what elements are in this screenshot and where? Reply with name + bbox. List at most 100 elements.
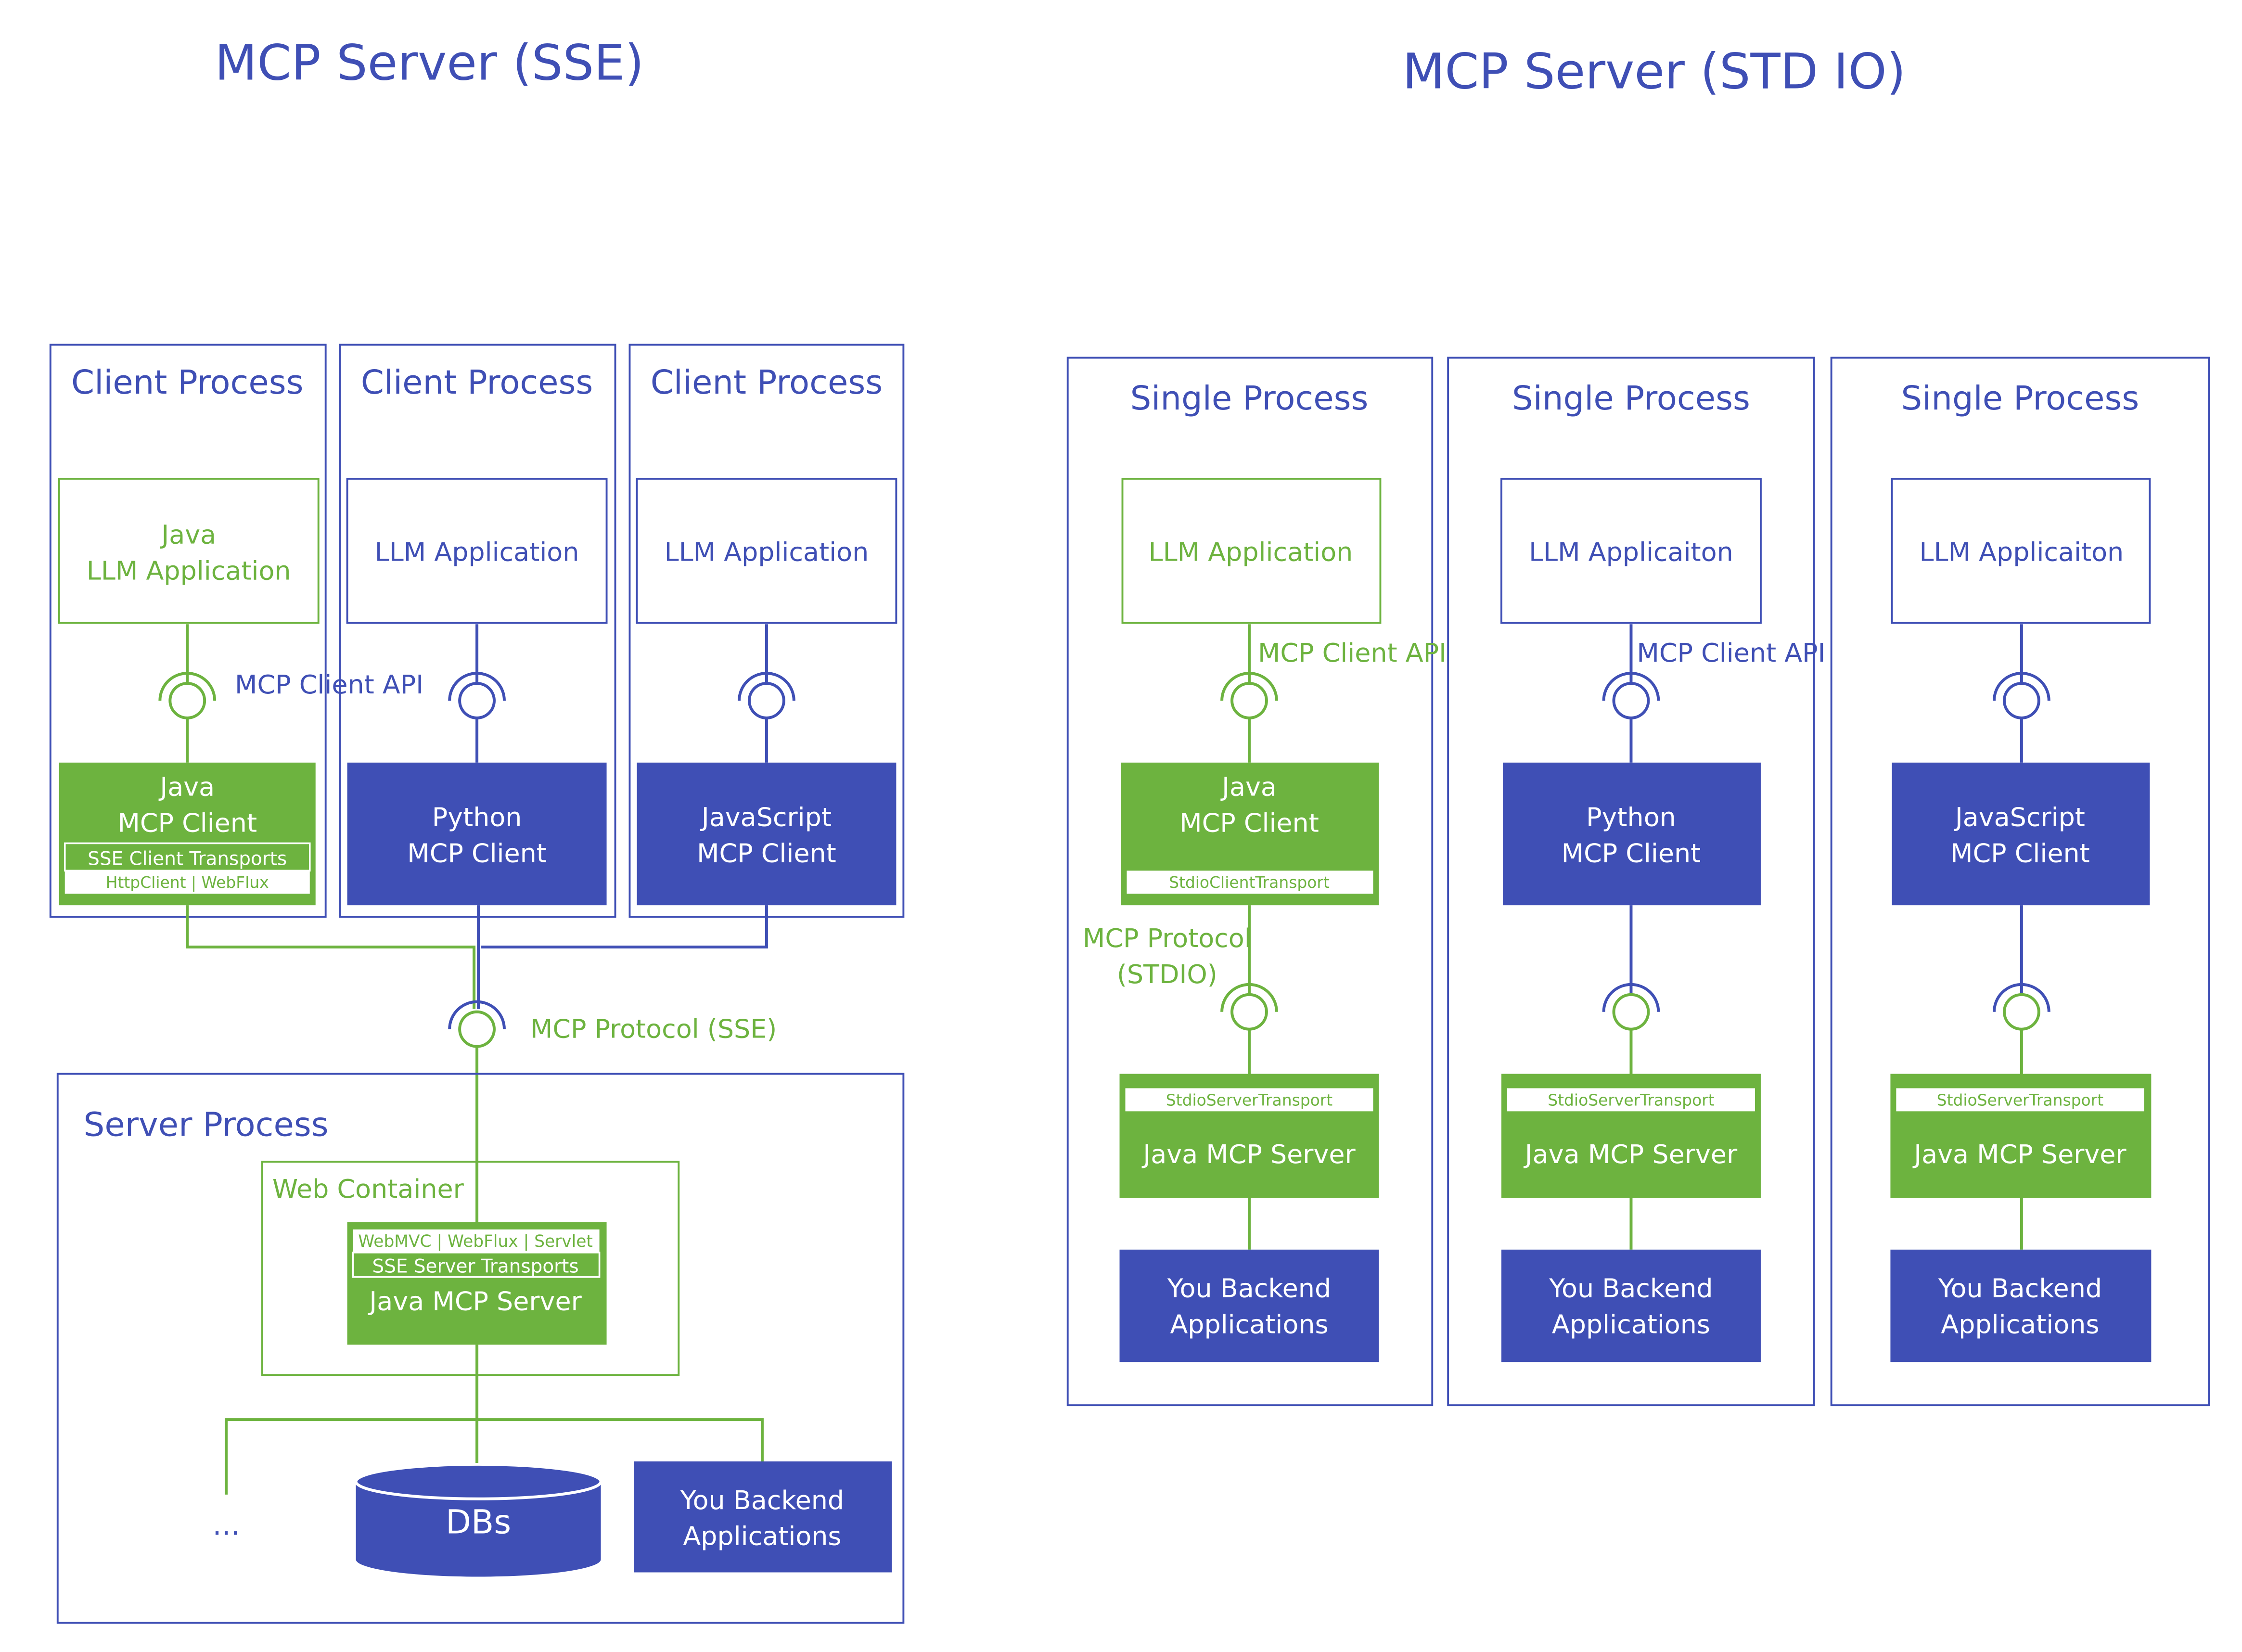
javascript-mcp-client-box [1892,762,2150,906]
protocol-socket-icon [1220,983,1278,1012]
client-process-label: Client Process [71,363,303,402]
interface-lollipop-icon [747,682,785,719]
svg-text:MCP Client: MCP Client [1950,838,2090,868]
svg-text:You Backend: You Backend [1167,1273,1331,1304]
interface-lollipop-icon [168,682,206,719]
svg-text:Java MCP Server: Java MCP Server [368,1286,582,1317]
llm-application-box [1121,477,1382,624]
svg-text:Applications: Applications [1170,1309,1328,1339]
svg-text:JavaScript: JavaScript [700,802,832,832]
protocol-lollipop-icon [1612,993,1650,1031]
svg-text:Applications: Applications [1552,1309,1710,1339]
backend-applications-box [1890,1249,2152,1362]
svg-text:You Backend: You Backend [1549,1273,1713,1304]
interface-socket-icon [1602,672,1660,701]
sse-backend-applications-box [634,1461,892,1573]
client-process-java: Client Process Java LLM Application Java… [49,344,327,918]
single-process-javascript: Single Process LLM Applicaiton JavaScrip… [1830,357,2210,1407]
protocol-lollipop-icon [2002,993,2040,1031]
web-container-label: Web Container [272,1174,464,1204]
svg-text:WebMVC | WebFlux | Servlet: WebMVC | WebFlux | Servlet [358,1232,593,1251]
more-ellipsis: ... [213,1509,240,1542]
protocol-socket-icon [1602,983,1660,1012]
stdio-protocol-label-line1: MCP Protocol [1083,923,1252,953]
svg-text:SSE Client Transports: SSE Client Transports [88,848,287,870]
interface-socket-icon [158,672,217,701]
svg-text:Java MCP Server: Java MCP Server [1524,1139,1738,1169]
llm-application-box [636,477,897,624]
sse-server-transports-box [352,1251,601,1278]
svg-text:LLM Applicaiton: LLM Applicaiton [1920,537,2124,567]
server-process: Server Process Web Container WebMVC | We… [56,1073,905,1624]
svg-text:MCP Client: MCP Client [407,838,547,868]
sse-protocol-connectors [186,905,768,1222]
svg-text:Applications: Applications [1941,1309,2099,1339]
stdio-client-transport-box [1127,871,1373,894]
svg-text:Java MCP Server: Java MCP Server [1141,1139,1356,1169]
svg-text:StdioServerTransport: StdioServerTransport [1548,1090,1715,1109]
svg-text:HttpClient | WebFlux: HttpClient | WebFlux [106,873,269,892]
svg-text:Java: Java [1220,772,1277,802]
single-process-label: Single Process [1130,379,1369,418]
svg-text:You Backend: You Backend [1938,1273,2102,1304]
httpclient-webflux-box [64,871,310,894]
interface-socket-icon [448,672,506,701]
client-process-label: Client Process [651,363,883,402]
llm-application-box [346,477,608,624]
interface-socket-icon [1220,672,1278,701]
svg-text:Python: Python [432,802,522,832]
backend-applications-box [1119,1249,1379,1362]
server-process-label: Server Process [84,1105,329,1144]
single-process-java: Single Process LLM Application Java MCP … [1066,357,1434,1407]
stdio-client-api-label-python: MCP Client API [1637,638,1825,668]
svg-text:LLM Application: LLM Application [1149,537,1353,567]
client-process-javascript: Client Process LLM Application JavaScrip… [628,344,905,918]
svg-text:Java: Java [158,772,215,802]
stdio-server-transport-box [1507,1088,1755,1112]
stdio-protocol-label-line2: (STDIO) [1117,959,1217,989]
single-process-label: Single Process [1901,379,2139,418]
backend-applications-box [1501,1249,1761,1362]
svg-text:Applications: Applications [683,1521,841,1551]
svg-text:Java: Java [160,520,216,550]
interface-lollipop-icon [2002,682,2040,719]
client-process-python: Client Process LLM Application Python MC… [339,344,616,918]
web-container-box [261,1161,680,1376]
protocol-lollipop-icon [1230,993,1268,1031]
svg-text:StdioServerTransport: StdioServerTransport [1937,1090,2104,1109]
svg-text:MCP Client: MCP Client [1562,838,1701,868]
svg-text:LLM Application: LLM Application [665,537,869,567]
java-llm-application-box [58,477,320,624]
interface-socket-icon [738,672,795,701]
svg-text:SSE Server Transports: SSE Server Transports [372,1256,579,1278]
sse-title: MCP Server (SSE) [215,35,644,91]
stdio-server-transport-box [1896,1088,2144,1112]
svg-text:MCP Client: MCP Client [1179,807,1319,838]
interface-lollipop-icon [458,682,496,719]
llm-applicaiton-box [1891,477,2151,624]
webmvc-webflux-servlet-box [353,1229,600,1253]
protocol-socket-icon [1993,983,2050,1012]
interface-lollipop-icon [1612,682,1650,719]
stdio-client-api-label-java: MCP Client API [1258,638,1447,668]
single-process-label: Single Process [1512,379,1750,418]
sse-client-api-label: MCP Client API [235,669,423,700]
protocol-socket-icon [448,1000,506,1029]
dbs-label: DBs [446,1503,511,1542]
svg-text:Python: Python [1586,802,1676,832]
single-process-python: Single Process LLM Applicaiton Python MC… [1447,357,1815,1407]
svg-text:You Backend: You Backend [680,1485,844,1515]
svg-text:LLM Application: LLM Application [87,555,291,586]
python-mcp-client-box [347,762,607,906]
javascript-mcp-client-box [637,762,897,906]
client-process-label: Client Process [361,363,593,402]
svg-text:MCP Client: MCP Client [117,807,257,838]
stdio-title: MCP Server (STD IO) [1402,43,1906,100]
svg-text:StdioServerTransport: StdioServerTransport [1166,1090,1333,1109]
sse-protocol-label: MCP Protocol (SSE) [530,1014,777,1044]
protocol-lollipop-icon [458,1010,496,1048]
interface-socket-icon [1993,672,2050,701]
python-mcp-client-box [1502,762,1761,906]
svg-text:JavaScript: JavaScript [1954,802,2085,832]
